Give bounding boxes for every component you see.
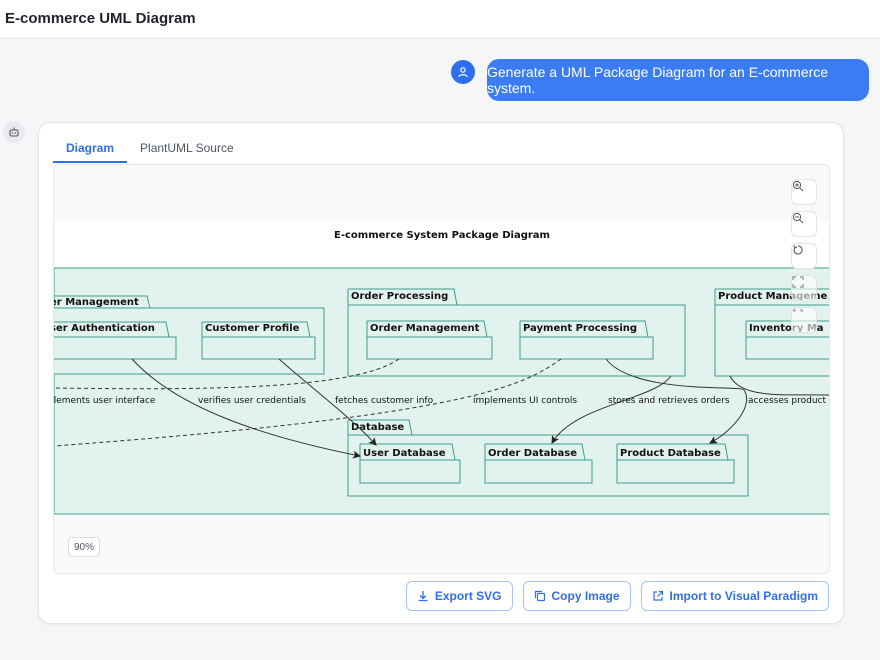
label-verifies-user-credentials: verifies user credentials — [198, 396, 306, 406]
copy-image-label: Copy Image — [551, 589, 620, 603]
customer-profile-package — [201, 336, 316, 360]
order-processing-tab — [348, 288, 458, 306]
uml-diagram: E-commerce System Package Diagram er Man… — [54, 221, 829, 515]
customer-profile-label: Customer Profile — [205, 323, 300, 334]
user-message-bubble: Generate a UML Package Diagram for an E-… — [487, 59, 869, 101]
zoom-in-icon — [792, 180, 804, 192]
fit-view-button[interactable] — [791, 275, 817, 301]
user-authentication-package — [54, 336, 177, 360]
inventory-management-label: Inventory Ma — [749, 323, 824, 334]
payment-processing-tab — [520, 320, 649, 338]
zoom-out-button[interactable] — [791, 211, 817, 237]
order-management-package — [366, 336, 493, 360]
fullscreen-icon — [793, 309, 803, 312]
user-auth-tab — [54, 321, 170, 338]
user-management-label: er Management — [54, 297, 139, 308]
external-link-icon — [652, 590, 663, 601]
inventory-management-package — [745, 336, 829, 360]
diagram-viewer[interactable]: E-commerce System Package Diagram er Man… — [53, 164, 830, 574]
edge-implements-user-interface — [54, 358, 400, 390]
product-database-label: Product Database — [620, 448, 721, 459]
product-database-package — [616, 459, 735, 484]
payment-processing-package — [519, 336, 654, 360]
view-tabs: Diagram PlantUML Source — [53, 133, 247, 163]
edge-fetches-customer-info — [278, 358, 377, 446]
zoom-out-icon — [792, 212, 804, 224]
user-database-package — [359, 459, 461, 484]
user-database-label: User Database — [363, 448, 446, 459]
page-title: E-commerce UML Diagram — [5, 10, 196, 27]
tab-plantuml-source[interactable]: PlantUML Source — [140, 141, 234, 155]
label-implements-ui-controls: implements UI controls — [473, 396, 577, 406]
zoom-in-button[interactable] — [791, 179, 817, 205]
assistant-response-card: Diagram PlantUML Source E-commerce Syste… — [38, 122, 844, 624]
user-avatar-icon — [451, 60, 475, 84]
diagram-title: E-commerce System Package Diagram — [334, 230, 550, 241]
fit-icon — [792, 276, 804, 288]
order-management-tab — [367, 320, 488, 338]
action-bar: Export SVG Copy Image Import to Visual P… — [405, 581, 829, 611]
fullscreen-button[interactable] — [791, 307, 817, 333]
user-authentication-label: ser Authentication — [54, 323, 155, 334]
order-management-label: Order Management — [370, 323, 480, 334]
order-database-package — [484, 459, 593, 484]
product-management-label: Product Manageme — [718, 291, 828, 302]
copy-image-button[interactable]: Copy Image — [522, 581, 631, 611]
export-svg-label: Export SVG — [434, 589, 502, 603]
download-icon — [418, 591, 428, 602]
label-implements-user-interface: plements user interface — [54, 396, 156, 406]
import-visual-paradigm-label: Import to Visual Paradigm — [669, 589, 818, 603]
zoom-level-indicator: 90% — [68, 537, 100, 557]
user-database-tab — [360, 443, 456, 461]
header-bar: E-commerce UML Diagram — [0, 0, 880, 39]
edge-stores-products — [605, 358, 748, 444]
bot-avatar-icon — [3, 121, 25, 143]
user-management-tab — [54, 295, 151, 309]
customer-profile-tab — [202, 321, 311, 338]
order-processing-label: Order Processing — [351, 291, 448, 302]
label-accesses-product: accesses product — [748, 396, 827, 406]
tab-diagram[interactable]: Diagram — [53, 133, 128, 163]
product-database-tab — [617, 443, 729, 461]
import-visual-paradigm-button[interactable]: Import to Visual Paradigm — [640, 581, 829, 611]
edge-verifies-user-credentials — [131, 358, 361, 459]
export-svg-button[interactable]: Export SVG — [405, 581, 513, 611]
database-label: Database — [351, 422, 404, 433]
order-database-label: Order Database — [488, 448, 577, 459]
reset-icon — [793, 245, 803, 255]
edge-implements-ui-controls — [54, 358, 562, 447]
label-stores-and-retrieves-orders: stores and retrieves orders — [608, 396, 730, 406]
edge-accesses-product — [729, 375, 829, 396]
order-database-tab — [485, 443, 586, 461]
payment-processing-label: Payment Processing — [523, 323, 637, 334]
label-fetches-customer-info: fetches customer info — [335, 396, 434, 406]
reset-view-button[interactable] — [791, 243, 817, 269]
database-tab — [348, 419, 413, 436]
copy-icon — [534, 590, 545, 602]
